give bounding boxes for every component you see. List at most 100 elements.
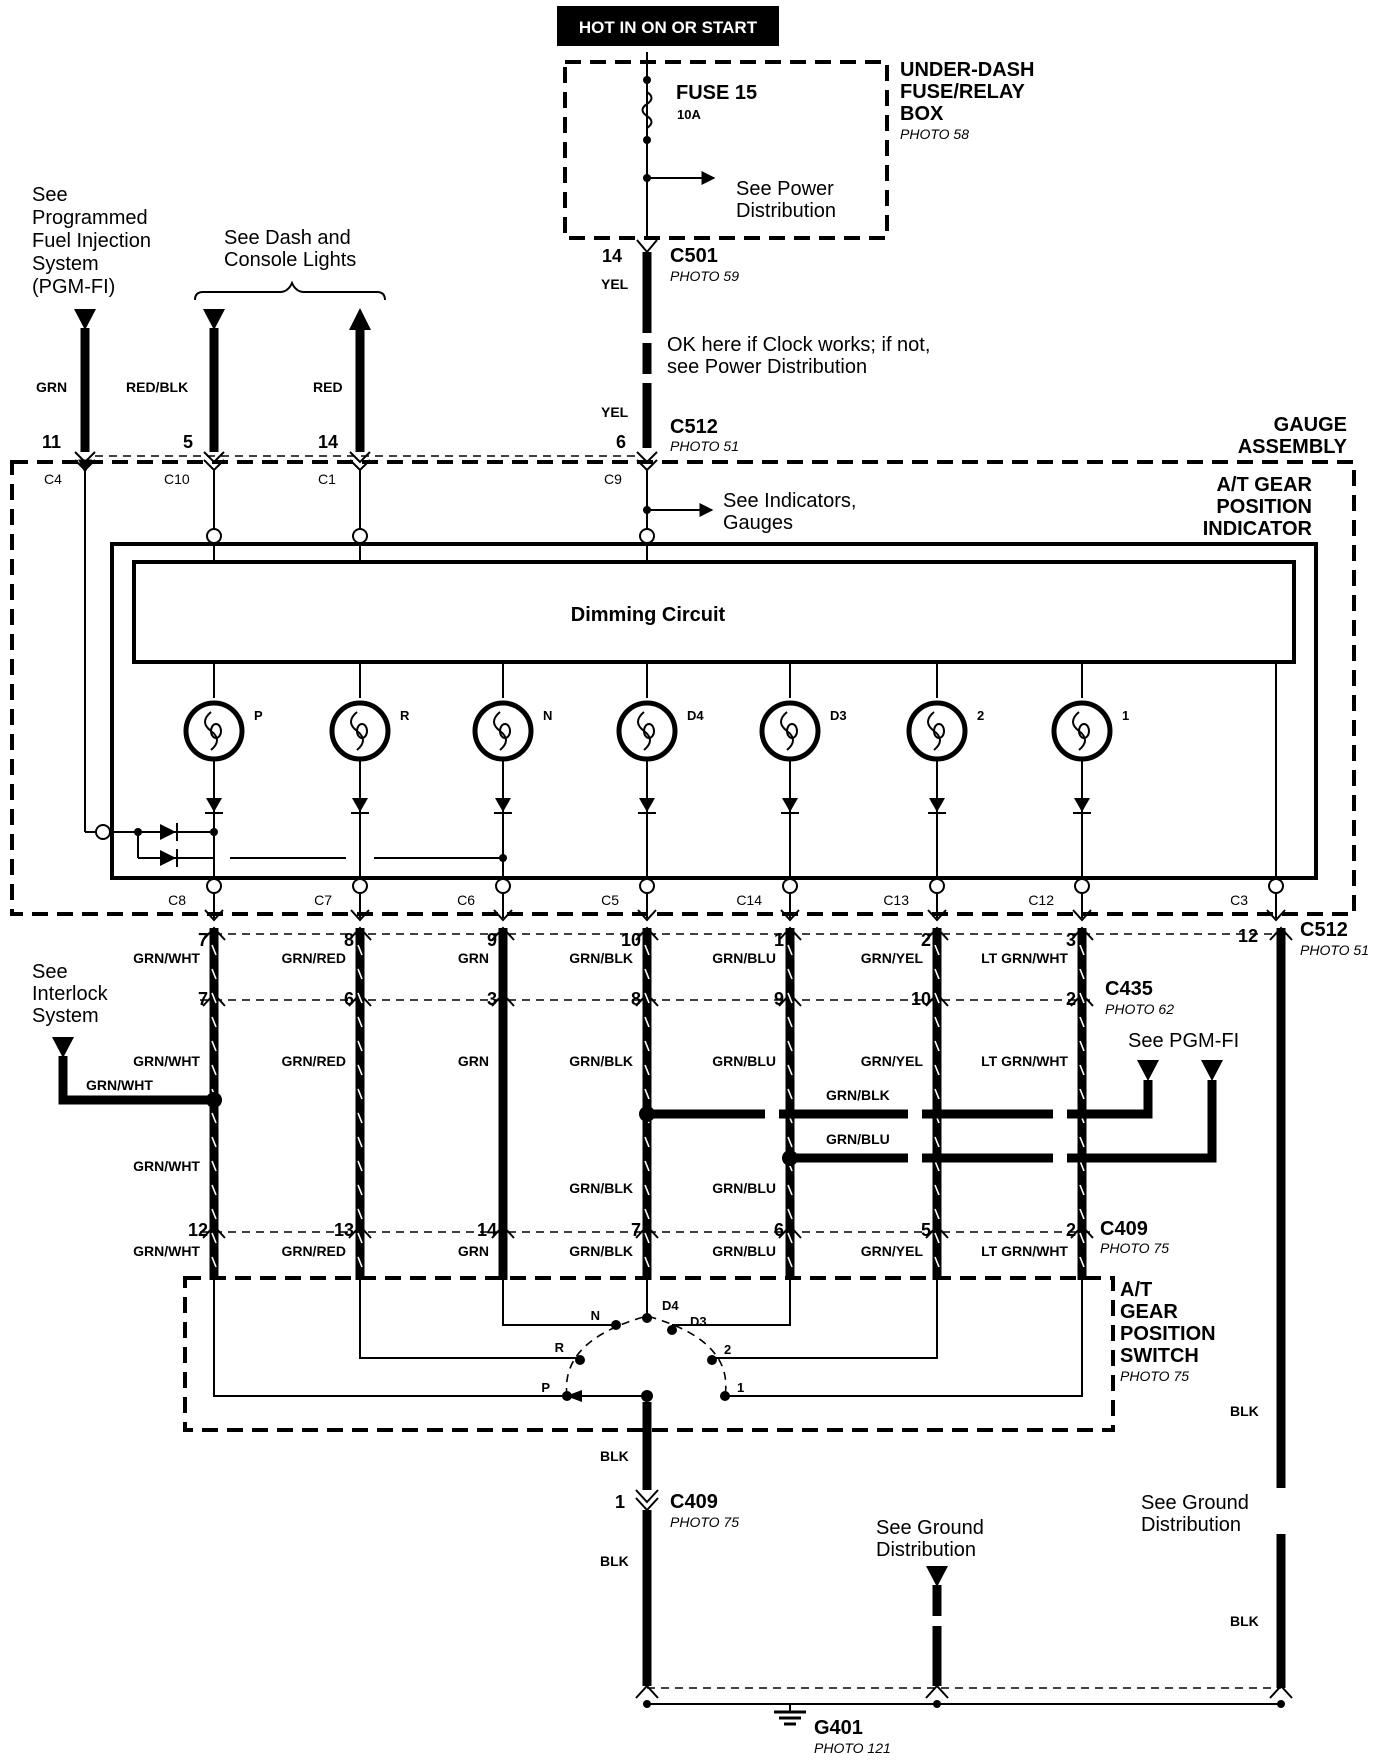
interlock-arrow-icon <box>52 1037 74 1058</box>
switch-pos-n: N <box>591 1308 600 1323</box>
svg-text:LT GRN/WHT: LT GRN/WHT <box>981 1243 1068 1259</box>
switch-pos-2: 2 <box>724 1342 731 1357</box>
svg-text:PHOTO 62: PHOTO 62 <box>1105 1001 1174 1017</box>
dash-lights-ref: See Dash and Console Lights <box>224 227 356 271</box>
svg-text:See Ground: See Ground <box>876 1517 984 1539</box>
svg-text:GRN/BLU: GRN/BLU <box>712 1243 776 1259</box>
svg-text:1: 1 <box>615 1492 625 1512</box>
svg-text:PHOTO 51: PHOTO 51 <box>670 438 739 454</box>
interlock-diodes <box>85 823 507 867</box>
power-label-box <box>557 6 779 46</box>
diode-2-icon <box>160 850 176 866</box>
harness-wires: 7GRN/WHT7GRN/WHT12GRN/WHT8GRN/RED6GRN/RE… <box>52 926 1293 1699</box>
c501-label: C501 <box>670 245 718 267</box>
dash-lights-brace <box>194 280 386 301</box>
dimming-circuit-box <box>132 560 1296 664</box>
svg-text:GRN/RED: GRN/RED <box>281 1243 346 1259</box>
svg-text:See: See <box>32 961 68 983</box>
svg-text:GRN/BLU: GRN/BLU <box>712 950 776 966</box>
c409-pin-12: 12 <box>188 1220 208 1240</box>
red-blk-arrow-icon <box>203 309 225 330</box>
switch-pos-d4: D4 <box>662 1298 679 1313</box>
svg-text:BLK: BLK <box>1230 1403 1259 1419</box>
svg-text:GRN/WHT: GRN/WHT <box>133 1158 200 1174</box>
c435-pin-3: 3 <box>487 989 497 1009</box>
svg-text:GRN/WHT: GRN/WHT <box>133 1053 200 1069</box>
svg-text:Gauges: Gauges <box>723 512 793 534</box>
svg-text:See Dash and: See Dash and <box>224 227 351 249</box>
bulb-d3-icon <box>759 700 821 762</box>
ground-ref-center: See Ground Distribution <box>876 1517 984 1561</box>
conn-label-c3: C3 <box>1230 892 1248 908</box>
switch-contact-d4 <box>642 1313 652 1323</box>
fuse-box-outline <box>563 60 889 240</box>
svg-text:UNDER-DASH: UNDER-DASH <box>900 59 1034 81</box>
c512-pin-8: 8 <box>344 930 354 950</box>
fuse-15-label: FUSE 15 <box>676 82 757 104</box>
svg-text:GAUGE: GAUGE <box>1274 414 1347 436</box>
c435-pin-2: 2 <box>1066 989 1076 1009</box>
svg-text:PHOTO 121: PHOTO 121 <box>814 1740 891 1756</box>
svg-text:11: 11 <box>42 432 61 452</box>
switch-title: A/T GEAR POSITION SWITCH PHOTO 75 <box>1120 1279 1216 1384</box>
wire-grn-top: GRN <box>36 379 67 395</box>
svg-text:SWITCH: SWITCH <box>1120 1345 1199 1367</box>
c409-pin-2: 2 <box>1066 1220 1076 1240</box>
diode-1-icon <box>1074 798 1090 812</box>
svg-text:GEAR: GEAR <box>1120 1301 1178 1323</box>
svg-text:GRN/BLK: GRN/BLK <box>569 950 633 966</box>
svg-text:INDICATOR: INDICATOR <box>1203 518 1313 540</box>
svg-text:Interlock: Interlock <box>32 983 109 1005</box>
svg-text:PHOTO 75: PHOTO 75 <box>1120 1368 1189 1384</box>
bulb-2-icon <box>906 700 968 762</box>
switch-contact-2 <box>707 1355 717 1365</box>
svg-text:GRN: GRN <box>458 1243 489 1259</box>
gauge-assembly-label: GAUGE ASSEMBLY <box>1238 414 1348 458</box>
conn-label-c13: C13 <box>883 892 909 908</box>
c435-pin-9: 9 <box>774 989 784 1009</box>
svg-text:See: See <box>32 184 68 206</box>
pgmfi-arrow-1-icon <box>1137 1060 1159 1081</box>
switch-wiper-icon <box>566 1390 582 1402</box>
svg-text:PHOTO 75: PHOTO 75 <box>670 1514 739 1530</box>
c409-pin-6: 6 <box>774 1220 784 1240</box>
svg-text:FUSE/RELAY: FUSE/RELAY <box>900 81 1026 103</box>
svg-text:C4: C4 <box>44 471 62 487</box>
c435-pin-10: 10 <box>911 989 931 1009</box>
svg-text:GRN/RED: GRN/RED <box>281 950 346 966</box>
svg-text:Programmed: Programmed <box>32 207 148 229</box>
c512-pin-10: 10 <box>621 930 641 950</box>
pgmfi-arrow-2-icon <box>1201 1060 1223 1081</box>
svg-text:GRN: GRN <box>458 950 489 966</box>
fuse-box-title: UNDER-DASH FUSE/RELAY BOX PHOTO 58 <box>900 59 1034 142</box>
ground-ref-arrow-icon <box>926 1566 948 1587</box>
dimming-circuit-label: Dimming Circuit <box>571 604 726 626</box>
svg-text:GRN/YEL: GRN/YEL <box>861 950 924 966</box>
svg-text:GRN/RED: GRN/RED <box>281 1053 346 1069</box>
svg-text:BOX: BOX <box>900 103 944 125</box>
svg-text:Distribution: Distribution <box>1141 1514 1241 1536</box>
fuse-15-icon <box>641 91 653 129</box>
switch-pos-p: P <box>541 1380 550 1395</box>
c435-label: C435 <box>1105 978 1153 1000</box>
svg-text:see Power Distribution: see Power Distribution <box>667 356 867 378</box>
diode-p-icon <box>206 798 222 812</box>
diode-d3-icon <box>782 798 798 812</box>
interlock-wire-color: GRN/WHT <box>86 1077 153 1093</box>
c512-bottom-label: C512 <box>1300 919 1348 941</box>
ground-icon <box>774 1710 806 1726</box>
clock-note: OK here if Clock works; if not, <box>667 334 930 356</box>
svg-text:PHOTO 75: PHOTO 75 <box>1100 1240 1169 1256</box>
switch-pos-r: R <box>555 1340 565 1355</box>
diode-d4-icon <box>639 798 655 812</box>
c512-pin-9: 9 <box>487 930 497 950</box>
conn-label-c5: C5 <box>601 892 619 908</box>
ground-wire-color: BLK <box>600 1448 629 1464</box>
indicator-title: A/T GEAR POSITION INDICATOR <box>1203 474 1313 540</box>
c409-pin-14: 14 <box>477 1220 497 1240</box>
svg-text:GRN/YEL: GRN/YEL <box>861 1053 924 1069</box>
svg-text:12: 12 <box>1238 926 1258 946</box>
switch-pos-1: 1 <box>737 1380 744 1395</box>
conn-label-c7: C7 <box>314 892 332 908</box>
